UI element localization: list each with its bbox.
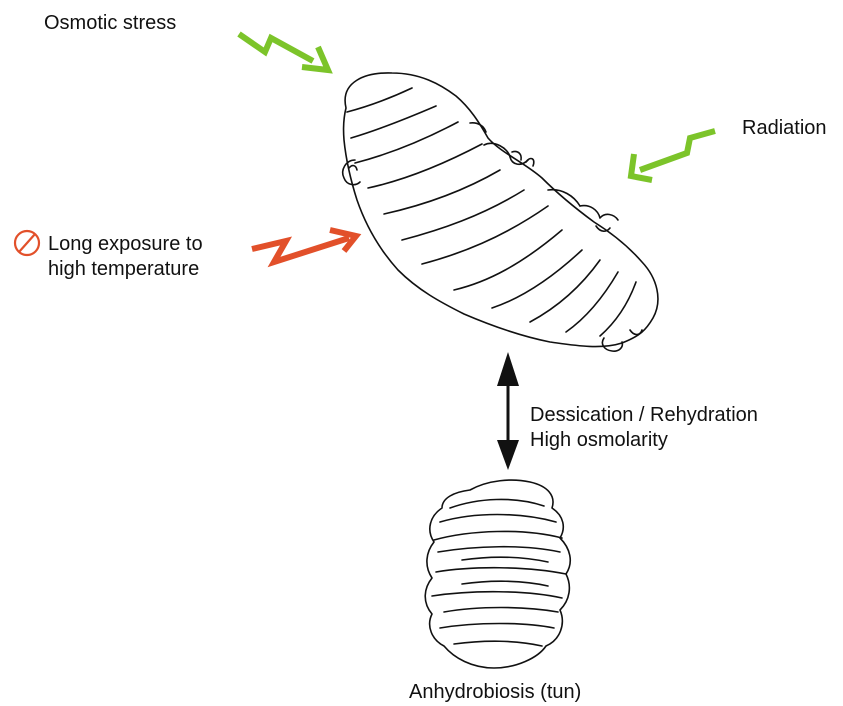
tun-label: Anhydrobiosis (tun): [409, 680, 581, 705]
high-temperature-label: Long exposure to high temperature: [48, 232, 203, 282]
transition-label: Dessication / Rehydration High osmolarit…: [530, 403, 758, 453]
high-temperature-line-1: Long exposure to: [48, 232, 203, 257]
osmotic-stress-arrow-icon: [239, 34, 328, 70]
radiation-text: Radiation: [742, 116, 827, 141]
double-headed-arrow-icon: [497, 352, 519, 470]
high-temperature-arrow-icon: [252, 230, 356, 262]
osmotic-stress-label: Osmotic stress: [44, 11, 176, 36]
tun-illustration: [425, 480, 570, 668]
active-tardigrade-illustration: [343, 73, 658, 351]
tun-text: Anhydrobiosis (tun): [409, 680, 581, 705]
transition-line-2: High osmolarity: [530, 428, 758, 453]
radiation-label: Radiation: [742, 116, 827, 141]
osmotic-stress-text: Osmotic stress: [44, 11, 176, 36]
no-symbol-icon: [15, 231, 39, 255]
high-temperature-line-2: high temperature: [48, 257, 203, 282]
transition-line-1: Dessication / Rehydration: [530, 403, 758, 428]
radiation-arrow-icon: [631, 131, 715, 180]
